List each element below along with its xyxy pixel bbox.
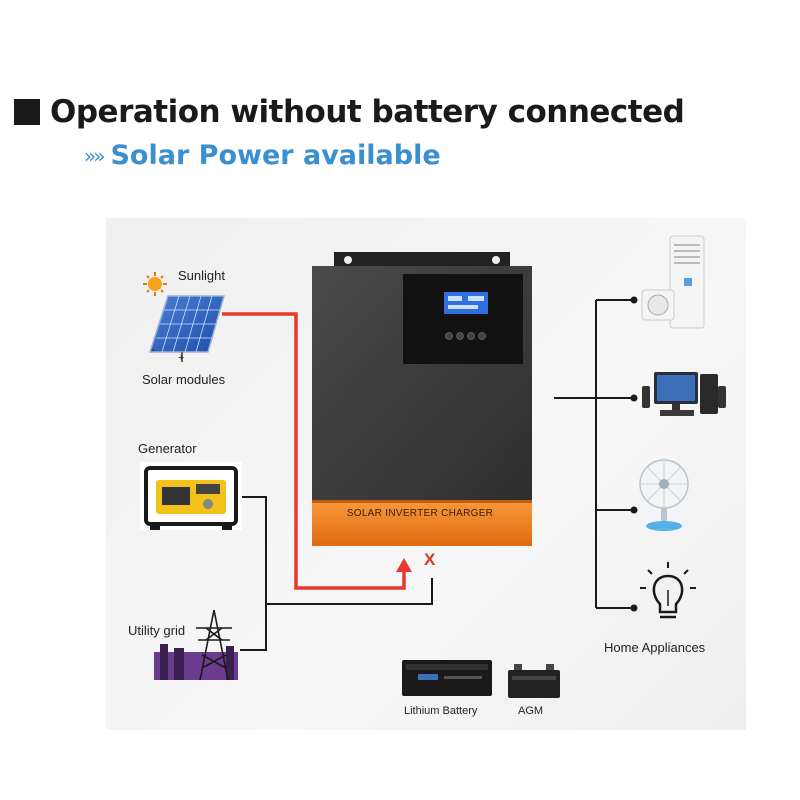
computer-icon bbox=[642, 372, 726, 416]
subtitle-text: Solar Power available bbox=[110, 140, 441, 171]
panel-minus-label: - bbox=[151, 344, 155, 356]
page-title: Operation without battery connected bbox=[14, 94, 685, 130]
panel-plus-label: + bbox=[178, 352, 185, 364]
sunlight-label: Sunlight bbox=[178, 268, 225, 283]
home-appliances-label: Home Appliances bbox=[604, 640, 706, 655]
solar-modules-label: Solar modules bbox=[142, 372, 226, 387]
utility-tower-icon bbox=[154, 609, 238, 681]
lithium-battery-icon bbox=[402, 660, 492, 696]
fan-icon bbox=[639, 459, 689, 531]
lithium-battery-label: Lithium Battery bbox=[404, 705, 478, 717]
light-bulb-icon bbox=[640, 562, 696, 619]
solar-panel-icon bbox=[148, 295, 225, 362]
page-subtitle: »» Solar Power available bbox=[84, 140, 441, 171]
sun-icon bbox=[143, 272, 167, 296]
generator-label: Generator bbox=[138, 441, 197, 456]
agm-battery-icon bbox=[508, 664, 560, 698]
air-conditioner-icon bbox=[641, 235, 705, 329]
title-text: Operation without battery connected bbox=[50, 94, 685, 130]
double-chevron-icon: »» bbox=[84, 143, 106, 168]
inverter-label: SOLAR INVERTER CHARGER bbox=[346, 508, 494, 519]
disconnect-x-mark: X bbox=[424, 550, 436, 569]
utility-grid-label: Utility grid bbox=[128, 623, 186, 638]
ac-input-wire bbox=[266, 578, 433, 605]
generator-wire bbox=[240, 496, 267, 651]
solar-arrow-icon bbox=[396, 558, 412, 572]
generator-icon bbox=[140, 462, 242, 530]
solar-power-line bbox=[222, 312, 406, 590]
plug-icons bbox=[630, 296, 638, 612]
title-bullet-icon bbox=[14, 99, 40, 125]
agm-label: AGM bbox=[518, 705, 544, 717]
inverter-icon bbox=[312, 252, 532, 546]
